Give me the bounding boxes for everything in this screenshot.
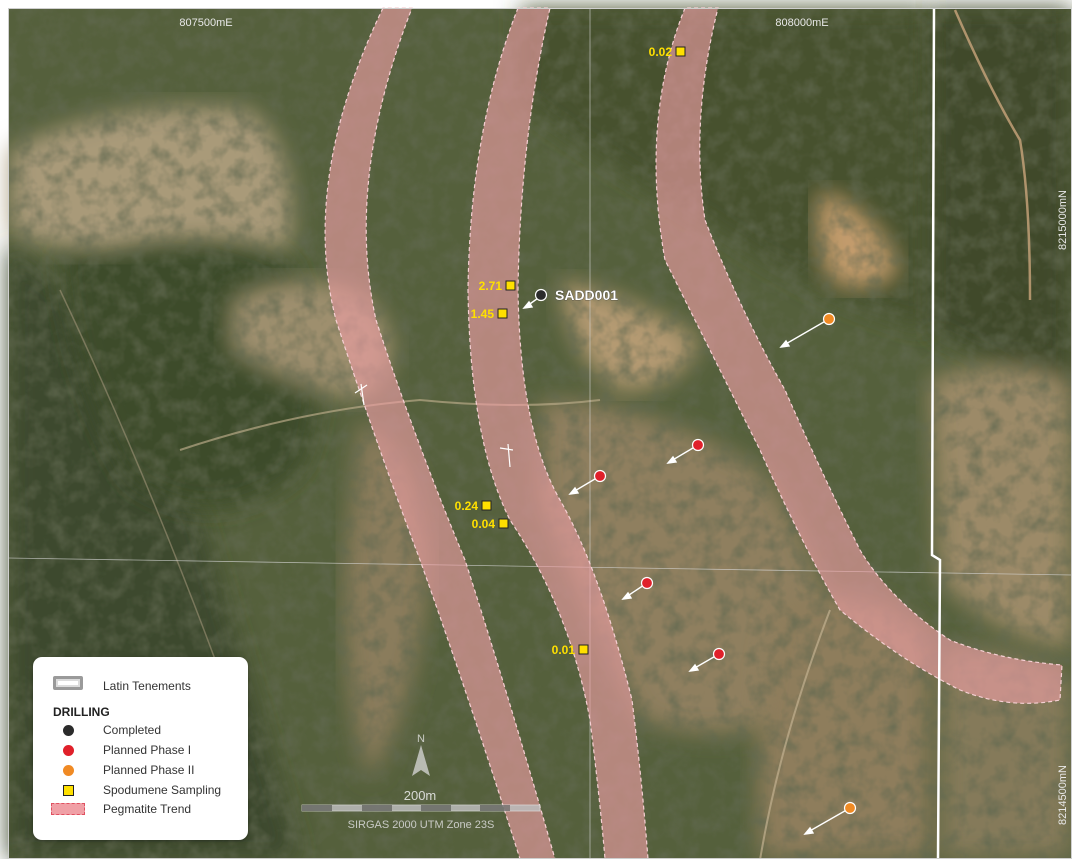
sample-marker[interactable] [498,518,509,529]
drillhole-phase2[interactable] [822,312,836,326]
tenement-boundary [930,7,942,859]
scale-distance-label: 200m [404,788,437,803]
grid-label-808000mE: 808000mE [775,17,828,29]
drillhole-phase2[interactable] [843,801,857,815]
drillhole-completed[interactable] [534,288,548,302]
sample-marker[interactable] [497,308,508,319]
legend-pegmatite-label: Pegmatite Trend [103,802,192,816]
grid-label-8214500mN: 8214500mN [1057,765,1069,825]
tenement-symbol [51,674,85,692]
drillhole-phase1[interactable] [640,576,654,590]
sample-label: 0.24 [455,499,479,513]
drillholes [534,288,857,815]
legend-completed-label: Completed [103,723,162,737]
sample-label: 0.02 [649,45,673,59]
sample-marker[interactable] [481,500,492,511]
scale-bar: 200m SIRGAS 2000 UTM Zone 23S [301,788,541,831]
scale-projection-label: SIRGAS 2000 UTM Zone 23S [348,819,495,831]
phase1-symbol [51,743,85,757]
legend-tenements-label: Latin Tenements [103,679,191,693]
phase2-symbol [51,763,85,777]
pegmatite-trend-central [467,7,649,859]
drillhole-label: SADD001 [555,287,618,303]
sampling-symbol [51,783,85,797]
north-arrow: N [412,733,430,776]
pegmatite-trend-east [655,7,1063,704]
legend-sampling-label: Spodumene Sampling [103,783,222,797]
spodumene-samples: 0.02 2.71 1.45 0.24 0.04 0.01 [455,45,686,657]
legend-phase1-label: Planned Phase I [103,743,192,757]
sample-marker[interactable] [675,46,686,57]
map-legend: Latin Tenements DRILLING Completed Plann… [33,657,248,840]
grid-label-8215000mN: 8215000mN [1057,190,1069,250]
north-arrow-label: N [417,733,425,745]
drillhole-phase1[interactable] [712,647,726,661]
sample-label: 2.71 [479,279,503,293]
sample-label: 0.01 [552,643,576,657]
completed-symbol [51,723,85,737]
pegmatite-trends [324,7,1063,859]
legend-phase2-label: Planned Phase II [103,763,195,777]
legend-drilling-heading: DRILLING [53,705,110,719]
pegmatite-symbol [51,802,85,816]
sample-marker[interactable] [578,644,589,655]
north-arrow-icon [412,745,430,776]
sample-marker[interactable] [505,280,516,291]
drillhole-phase1[interactable] [593,469,607,483]
drillhole-phase1[interactable] [691,438,705,452]
sample-label: 1.45 [471,307,495,321]
sample-label: 0.04 [472,517,496,531]
grid-label-807500mE: 807500mE [179,17,232,29]
